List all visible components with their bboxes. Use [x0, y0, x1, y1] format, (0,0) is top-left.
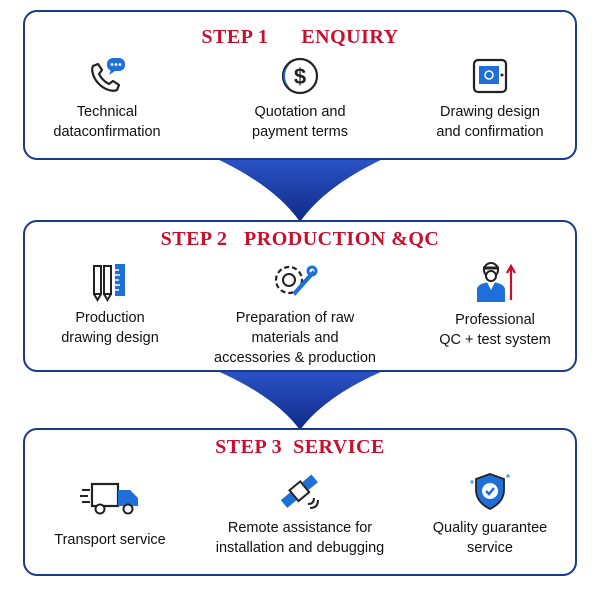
down-arrow-1 [215, 158, 385, 222]
step-3-item-transport: Transport service [20, 478, 200, 550]
gear-wrench-icon [274, 265, 318, 296]
step-1-title: STEP 1 ENQUIRY [201, 26, 399, 48]
satellite-icon [280, 474, 319, 509]
svg-text:$: $ [294, 64, 306, 89]
delivery-truck-icon [80, 482, 138, 515]
step-3-title: STEP 3 SERVICE [215, 436, 385, 458]
drawing-tools-icon [93, 264, 125, 302]
dollar-coin-icon: $ [281, 57, 319, 95]
tablet-design-icon [472, 58, 508, 94]
step-3-panel: STEP 3 SERVICE Transport service Remote … [23, 428, 577, 576]
engineer-icon [477, 262, 516, 302]
step-2-title: STEP 2 PRODUCTION &QC [160, 228, 440, 250]
down-arrow-2 [215, 370, 385, 430]
shield-check-icon [470, 473, 510, 511]
item-label: Transport service [54, 532, 166, 548]
phone-chat-icon [91, 58, 125, 92]
